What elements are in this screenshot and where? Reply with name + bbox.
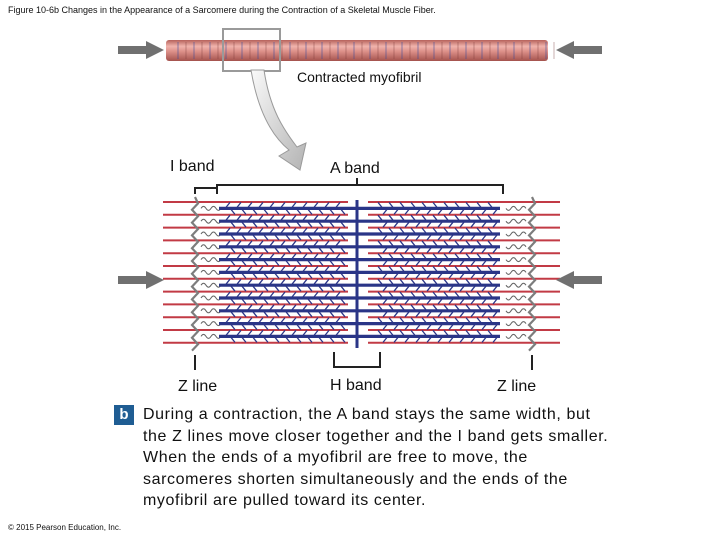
a-band-bracket xyxy=(217,185,503,194)
z-line-right xyxy=(529,197,535,351)
thick-filaments xyxy=(219,202,500,342)
contracted-myofibril-label: Contracted myofibril xyxy=(297,69,422,85)
z-line-left-label: Z line xyxy=(178,378,217,396)
z-line-right-label: Z line xyxy=(497,378,536,396)
right-arrow-middle xyxy=(556,271,602,289)
left-arrow-top xyxy=(118,41,164,59)
right-arrow-top xyxy=(556,41,602,59)
i-band-label: I band xyxy=(170,158,214,176)
sarcomere xyxy=(163,197,560,351)
caption-text: During a contraction, the A band stays t… xyxy=(143,404,613,512)
part-badge: b xyxy=(114,405,134,425)
a-band-label: A band xyxy=(330,160,380,178)
copyright: © 2015 Pearson Education, Inc. xyxy=(8,523,121,532)
h-band-label: H band xyxy=(330,377,382,395)
h-band-bracket xyxy=(334,352,380,367)
i-band-bracket xyxy=(195,188,217,194)
z-line-left xyxy=(192,197,198,351)
contracted-myofibril xyxy=(166,29,554,71)
callout-arrow xyxy=(251,70,306,170)
left-arrow-middle xyxy=(118,271,164,289)
